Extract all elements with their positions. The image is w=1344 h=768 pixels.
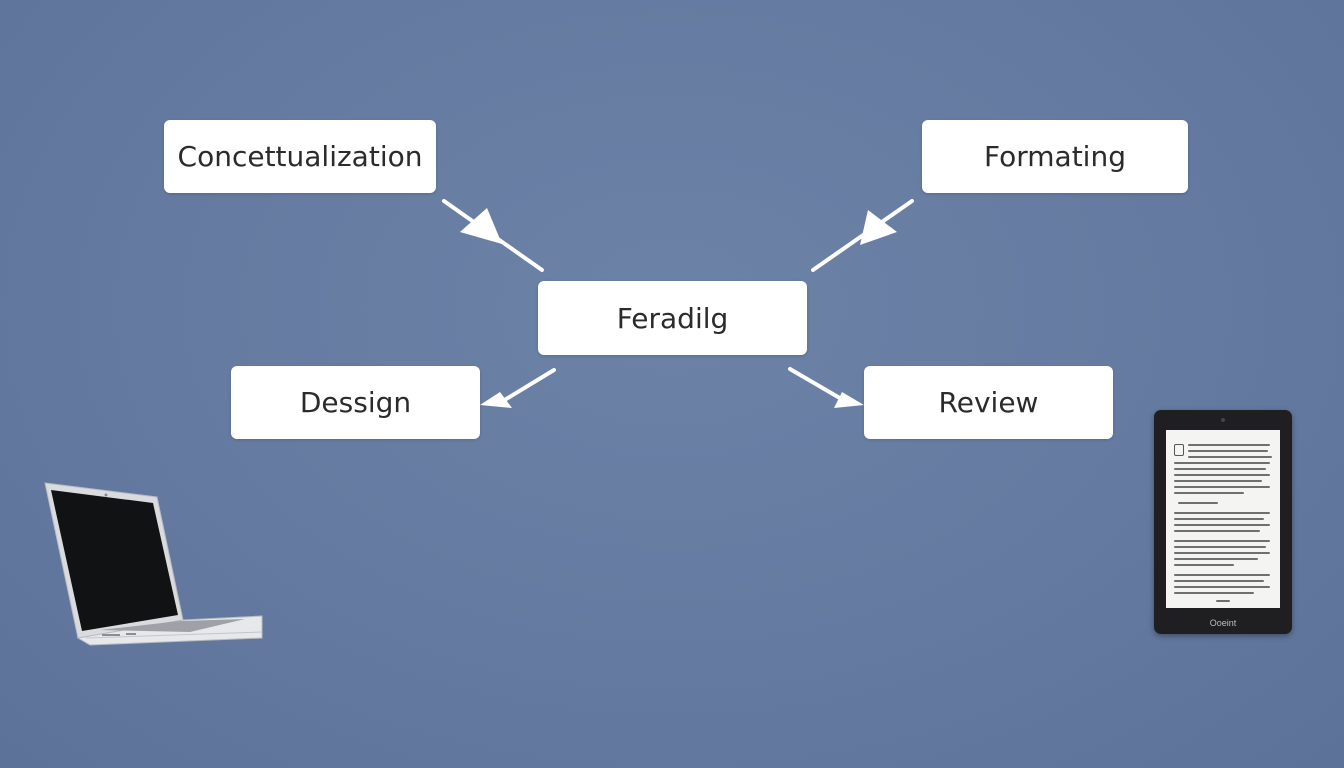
ereader-screen [1166,430,1280,608]
arrow-center-to-design [496,368,556,406]
ereader-icon: Ooeint [1154,410,1292,634]
ereader-camera [1221,418,1225,422]
node-conceptualization-label: Concettualization [177,140,423,173]
node-formatting-label: Formating [984,140,1126,173]
node-conceptualization: Concettualization [164,120,436,193]
arrowhead-concept [460,208,502,244]
arrowhead-review [834,392,864,408]
node-formatting: Formating [922,120,1188,193]
laptop-icon [44,482,263,646]
node-center-label: Feradilg [616,301,729,335]
arrow-concept-to-center [442,199,544,272]
ereader-brand-label: Ooeint [1209,618,1237,628]
arrow-format-to-center [811,199,914,272]
arrow-center-to-review [788,367,852,406]
node-review: Review [864,366,1113,439]
node-design: Dessign [231,366,480,439]
arrowhead-design [480,392,512,408]
arrowhead-format [860,210,897,245]
node-center: Feradilg [538,281,807,355]
node-review-label: Review [938,386,1039,419]
node-design-label: Dessign [299,386,412,419]
dropcap-glyph [1174,444,1184,456]
